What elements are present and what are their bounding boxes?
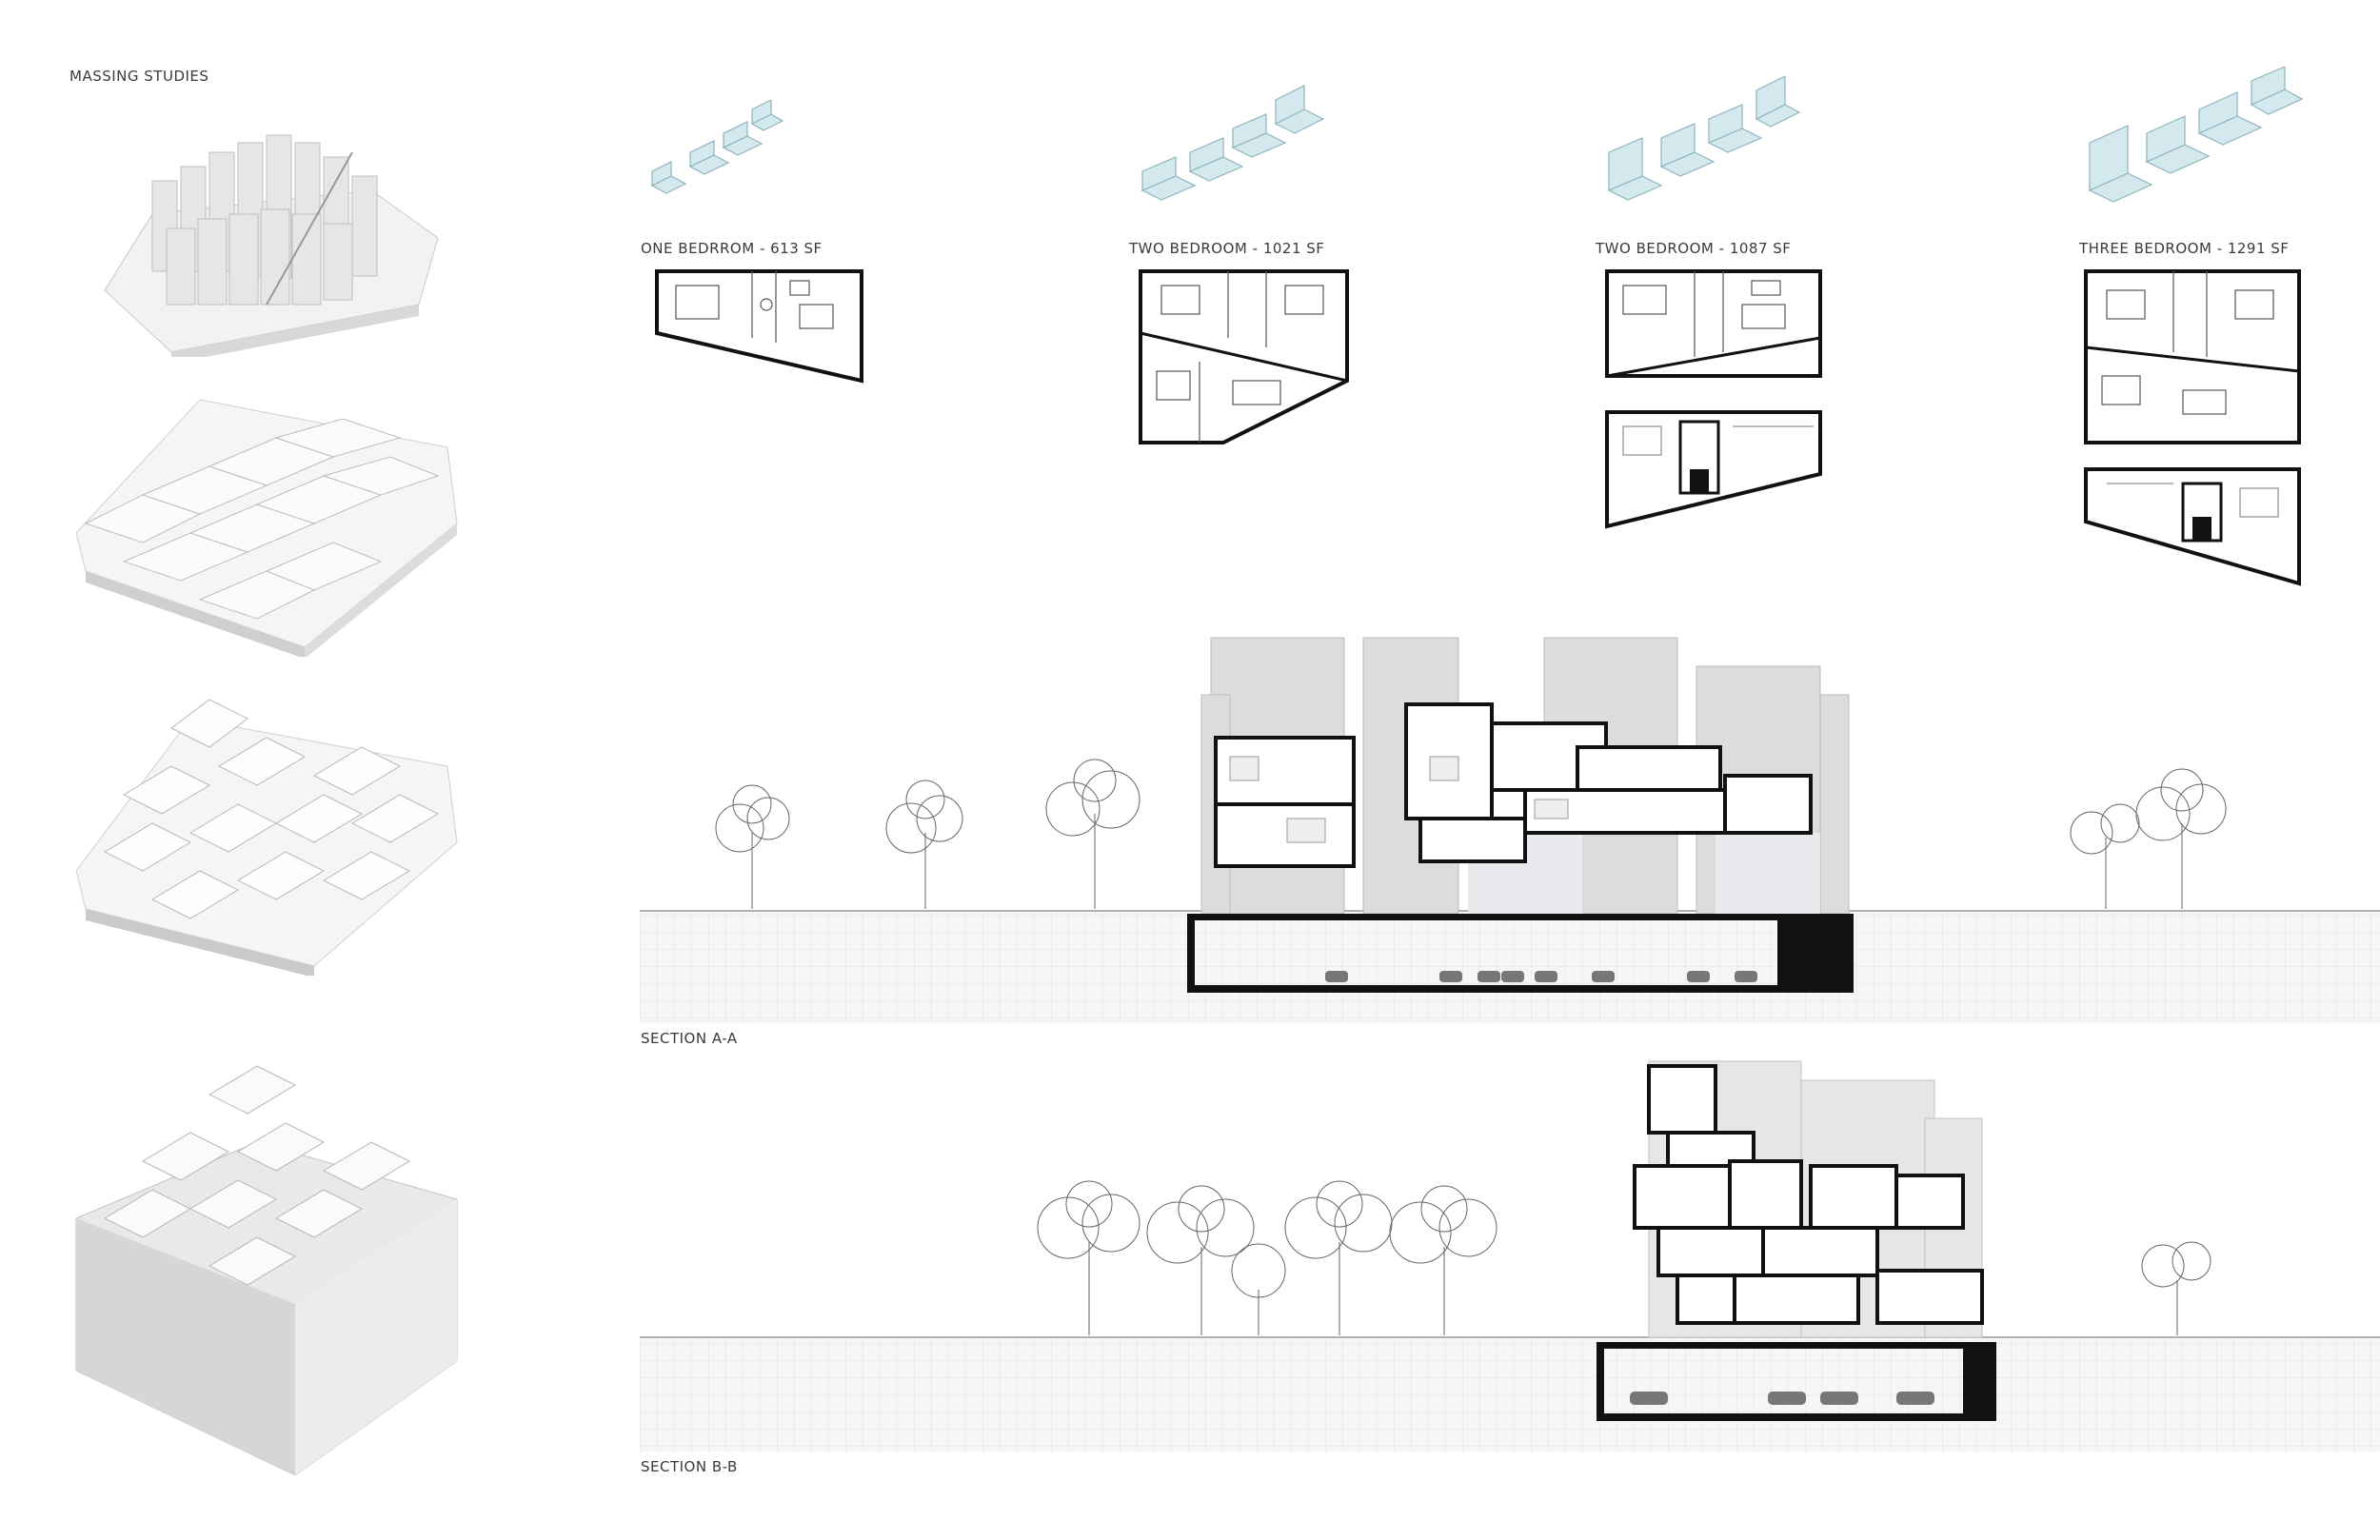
unit-label-one-bedroom: ONE BEDRROM - 613 SF	[641, 240, 823, 257]
section-b-b-label: SECTION B-B	[641, 1458, 738, 1475]
floor-plan-two-bedroom-1087-upper	[1605, 269, 1822, 378]
massing-studies-title: MASSING STUDIES	[69, 68, 209, 85]
unit-label-two-bedroom-1021: TWO BEDROOM - 1021 SF	[1129, 240, 1325, 257]
floor-plan-three-bedroom-lower	[2084, 467, 2301, 586]
unit-label-three-bedroom: THREE BEDROOM - 1291 SF	[2079, 240, 2290, 257]
floor-plan-three-bedroom-upper	[2084, 269, 2301, 444]
unit-axo-three-bedroom	[2088, 67, 2304, 203]
massing-model-2	[75, 399, 458, 657]
unit-label-two-bedroom-1087: TWO BEDROOM - 1087 SF	[1596, 240, 1792, 257]
section-b-b-drawing	[640, 1060, 2380, 1451]
floor-plan-two-bedroom-1087-lower	[1605, 410, 1822, 529]
unit-axo-one-bedroom	[650, 100, 784, 194]
section-a-a-drawing	[640, 637, 2380, 1023]
unit-axo-two-bedroom-1021	[1140, 85, 1325, 201]
massing-model-3	[75, 699, 458, 976]
massing-model-1	[104, 134, 439, 357]
floor-plan-two-bedroom-1021	[1139, 269, 1349, 444]
floor-plan-one-bedroom	[655, 269, 863, 384]
section-a-a-label: SECTION A-A	[641, 1030, 738, 1047]
unit-axo-two-bedroom-1087	[1607, 76, 1801, 201]
massing-model-4	[75, 1065, 458, 1475]
